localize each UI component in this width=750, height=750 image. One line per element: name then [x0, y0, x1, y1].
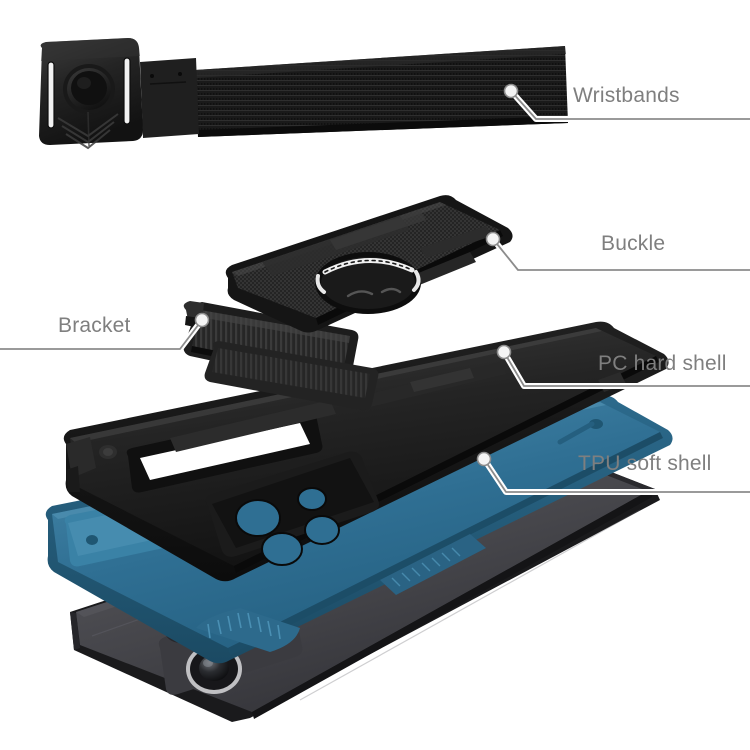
pc-hard-shell-component [63, 321, 669, 582]
leader-dot-pc-hard-shell [496, 344, 512, 360]
leader-dot-buckle [485, 231, 501, 247]
leader-pc-hard-shell [503, 351, 750, 387]
callout-leaders [0, 83, 750, 495]
callout-label-buckle: Buckle [601, 232, 666, 255]
leader-wristbands [510, 90, 750, 120]
camera-cutout-island [205, 451, 380, 566]
wristband-component [39, 38, 568, 150]
leader-dot-tpu-soft-shell [476, 451, 492, 467]
callout-label-pc-hard-shell: PC hard shell [598, 352, 727, 375]
leader-buckle [492, 238, 750, 271]
buckle-component [225, 195, 513, 333]
leader-dot-bracket [194, 312, 210, 328]
callout-label-wristbands: Wristbands [573, 84, 680, 107]
callout-label-bracket: Bracket [58, 314, 131, 337]
leader-dot-wristbands [503, 83, 519, 99]
leader-tpu-soft-shell [483, 458, 750, 493]
callout-label-tpu-soft-shell: TPU soft shell [578, 452, 712, 475]
leader-bracket [0, 319, 203, 350]
buckle-rotating-lock [315, 252, 421, 314]
